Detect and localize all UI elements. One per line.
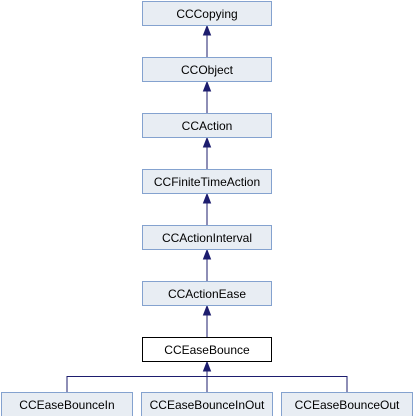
class-node-label: CCEaseBounceInOut (150, 398, 265, 412)
class-node-ccobject[interactable]: CCObject (142, 57, 272, 82)
class-node-ccactioninterval[interactable]: CCActionInterval (142, 225, 272, 250)
edge-cceasebouncein-to-cceasebounce (66, 360, 212, 392)
edge-ccactioninterval-to-ccfinitetimeaction (202, 192, 212, 225)
class-node-ccactionease[interactable]: CCActionEase (142, 281, 272, 306)
class-node-label: CCActionEase (168, 287, 246, 301)
class-node-box (142, 169, 272, 194)
class-node-label: CCEaseBounce (164, 343, 250, 357)
class-node-ccaction[interactable]: CCAction (142, 113, 272, 138)
class-node-label: CCEaseBounceOut (295, 398, 400, 412)
edge-cceasebounce-to-ccactionease (202, 304, 212, 337)
class-node-ccfinitetimeaction[interactable]: CCFiniteTimeAction (142, 169, 272, 194)
class-node-box (1, 392, 133, 416)
class-node-cceasebounceout[interactable]: CCEaseBounceOut (281, 392, 413, 416)
edge-ccaction-to-ccobject (202, 80, 212, 113)
class-node-cceasebouncein[interactable]: CCEaseBounceIn (1, 392, 133, 416)
class-node-box (142, 57, 272, 82)
class-node-label: CCCopying (176, 7, 237, 21)
edge-ccfinitetimeaction-to-ccaction (202, 136, 212, 169)
class-node-box (142, 225, 272, 250)
edge-ccactionease-to-ccactioninterval (202, 248, 212, 281)
class-node-ccopying[interactable]: CCCopying (142, 1, 272, 26)
class-node-label: CCObject (181, 63, 234, 77)
class-node-box (142, 1, 272, 26)
class-node-label: CCEaseBounceIn (19, 398, 114, 412)
class-node-label: CCActionInterval (162, 231, 252, 245)
edge-cceasebounceout-to-cceasebounce (207, 376, 348, 392)
class-node-label: CCFiniteTimeAction (154, 175, 260, 189)
class-node-cceasebounce[interactable]: CCEaseBounce (142, 337, 272, 362)
class-node-box (142, 113, 272, 138)
edge-ccobject-to-ccopying (202, 24, 212, 57)
class-node-box (142, 281, 272, 306)
edges-layer (66, 24, 348, 392)
class-node-box (142, 337, 272, 362)
class-node-box (141, 392, 273, 416)
class-node-label: CCAction (182, 119, 233, 133)
class-node-cceasebounceinout[interactable]: CCEaseBounceInOut (141, 392, 273, 416)
